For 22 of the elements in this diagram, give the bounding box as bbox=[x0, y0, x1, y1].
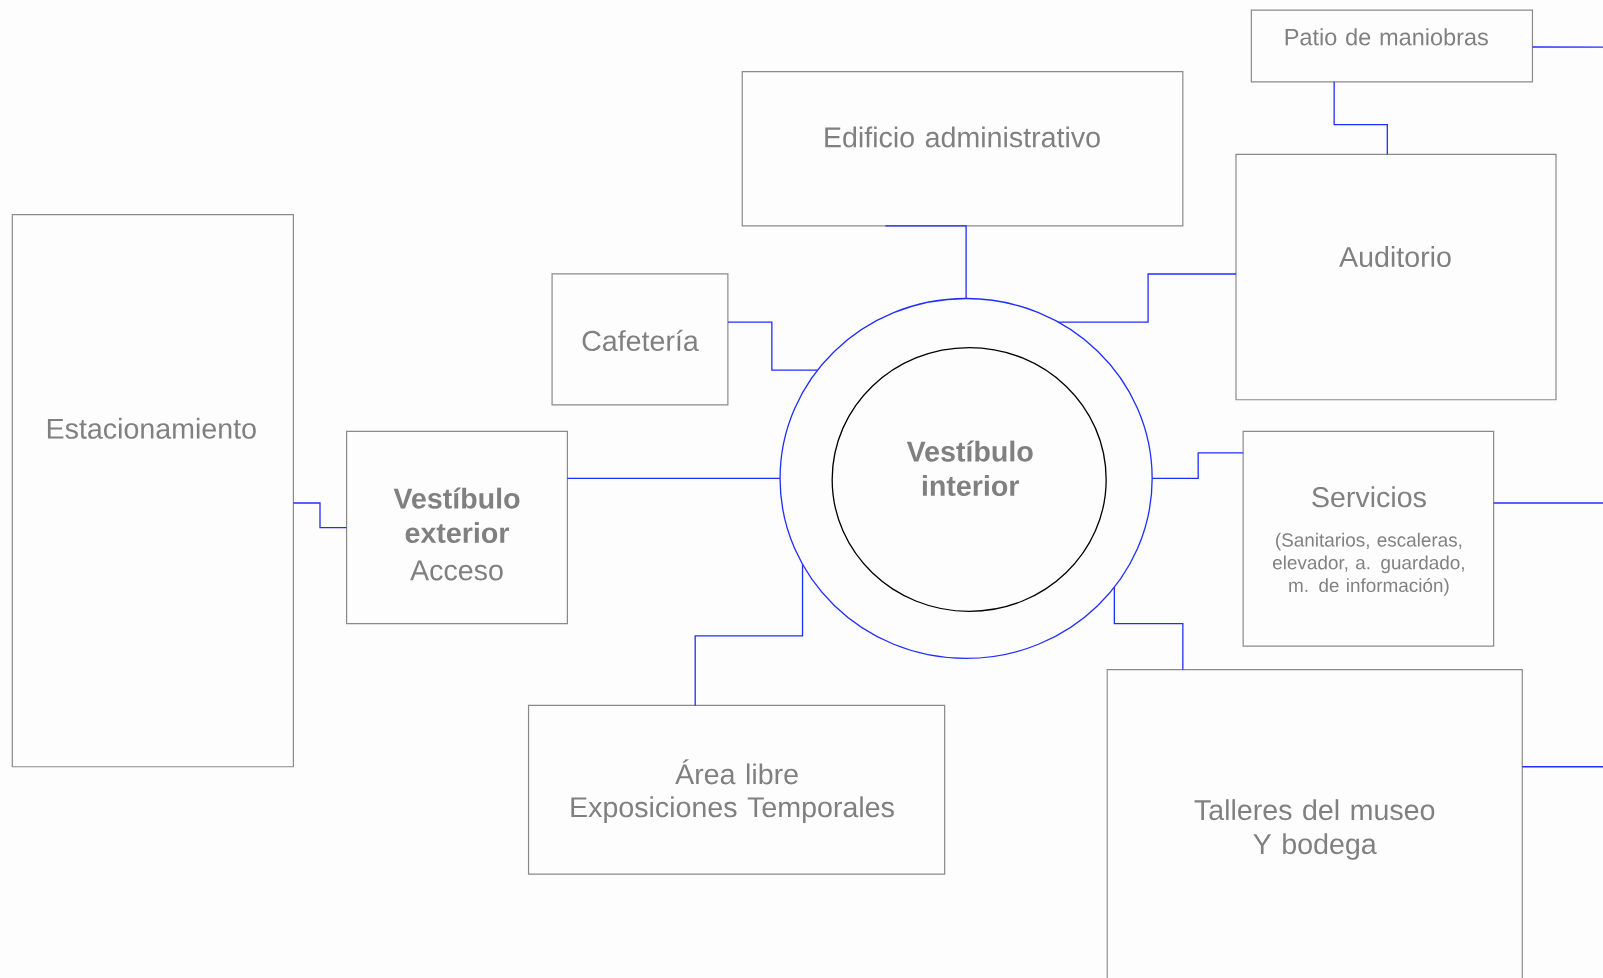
ring-circle bbox=[779, 297, 1153, 660]
connector-line bbox=[566, 477, 781, 480]
connector-line bbox=[1333, 81, 1388, 156]
room-box: Estacionamiento bbox=[11, 214, 294, 768]
connector-line bbox=[884, 225, 967, 300]
connector-line bbox=[1151, 452, 1244, 480]
connector-line bbox=[1531, 46, 1603, 48]
room-box: Área libre Exposiciones Temporales bbox=[527, 704, 946, 875]
connector-line bbox=[694, 563, 804, 707]
connector-line bbox=[1521, 766, 1603, 768]
room-box: Cafetería bbox=[551, 273, 729, 406]
connector-line bbox=[727, 321, 819, 371]
connector-line bbox=[1493, 502, 1603, 504]
connector-line bbox=[292, 502, 348, 529]
room-box: Talleres del museo Y bodega bbox=[1106, 669, 1523, 978]
room-box: Auditorio bbox=[1235, 153, 1557, 401]
room-box: Servicios (Sanitarios, escaleras, elevador, a. guardado, m. de información) bbox=[1242, 430, 1495, 647]
room-box: Patio de maniobras bbox=[1250, 9, 1534, 83]
room-box: Vestíbulo exterior Acceso bbox=[346, 430, 568, 625]
connector-line bbox=[1113, 586, 1184, 671]
connector-line bbox=[1057, 273, 1237, 323]
room-box: Edificio administrativo bbox=[741, 70, 1184, 227]
